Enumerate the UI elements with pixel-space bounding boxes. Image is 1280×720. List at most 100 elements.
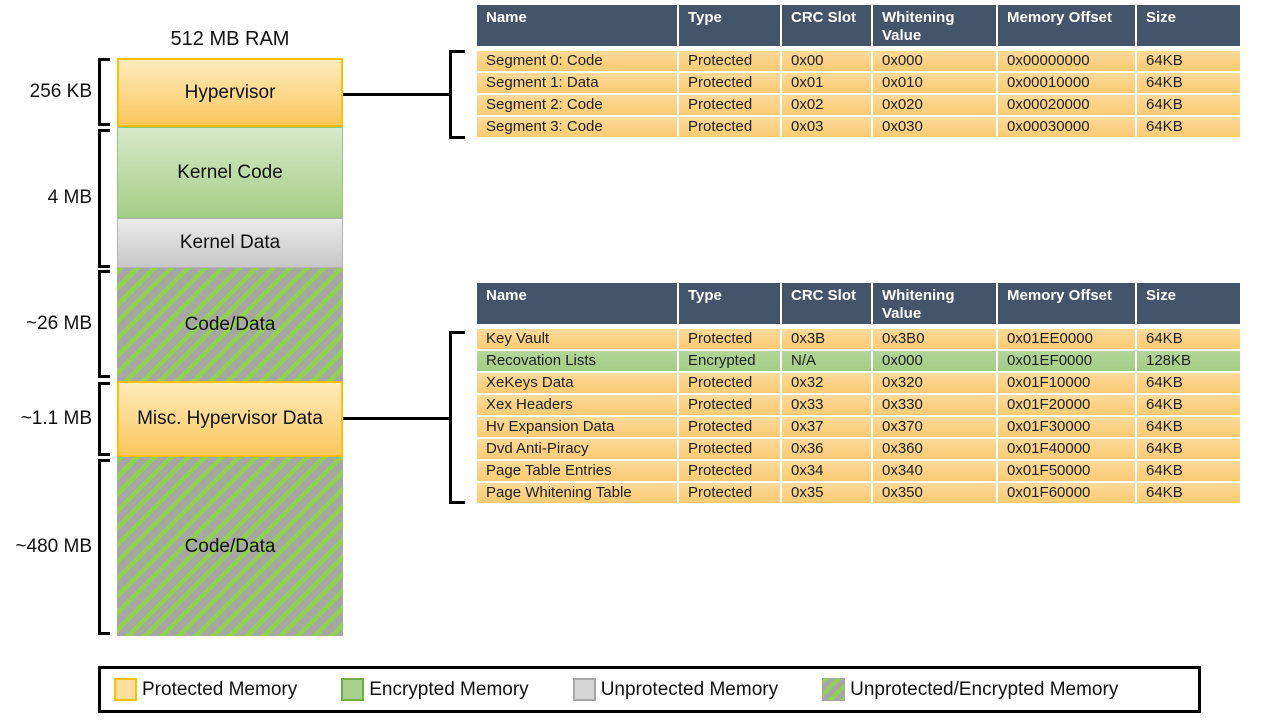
legend-label: Unprotected Memory (600, 678, 779, 700)
legend-label: Protected Memory (142, 678, 298, 700)
table-row: Page Whitening Table Protected 0x35 0x35… (477, 483, 1240, 503)
legend-item-unprotected-encrypted: Unprotected/Encrypted Memory (822, 678, 1118, 701)
cell-crc-slot: 0x00 (782, 51, 871, 71)
hypervisor-segments-table: Name Type CRC Slot Whitening Value Memor… (477, 5, 1240, 137)
column-header-whitening-value: Whitening Value (873, 283, 996, 324)
bracket-480mb (98, 459, 110, 635)
table-row: Hv Expansion Data Protected 0x37 0x370 0… (477, 417, 1240, 437)
cell-size: 64KB (1137, 439, 1240, 459)
size-label-26mb: ~26 MB (25, 313, 92, 334)
cell-crc-slot: 0x36 (782, 439, 871, 459)
cell-type: Protected (679, 395, 780, 415)
bracket-1-1mb (98, 382, 110, 456)
table-row: XeKeys Data Protected 0x32 0x320 0x01F10… (477, 373, 1240, 393)
legend-label: Encrypted Memory (369, 678, 529, 700)
table-row: Segment 2: Code Protected 0x02 0x020 0x0… (477, 95, 1240, 115)
block-kernel-data: Kernel Data (117, 218, 343, 268)
cell-type: Protected (679, 417, 780, 437)
legend: Protected Memory Encrypted Memory Unprot… (98, 666, 1201, 713)
cell-name: XeKeys Data (477, 373, 677, 393)
cell-name: Segment 0: Code (477, 51, 677, 71)
size-label-1-1mb: ~1.1 MB (20, 408, 92, 429)
cell-crc-slot: 0x37 (782, 417, 871, 437)
cell-whitening-value: 0x030 (873, 117, 996, 137)
cell-whitening-value: 0x000 (873, 351, 996, 371)
cell-type: Protected (679, 461, 780, 481)
cell-type: Protected (679, 73, 780, 93)
cell-type: Protected (679, 117, 780, 137)
cell-crc-slot: 0x34 (782, 461, 871, 481)
cell-name: Key Vault (477, 329, 677, 349)
cell-whitening-value: 0x370 (873, 417, 996, 437)
table-row: Page Table Entries Protected 0x34 0x340 … (477, 461, 1240, 481)
bracket-26mb (98, 270, 110, 378)
column-header-type: Type (679, 5, 780, 46)
block-label: Kernel Code (177, 161, 283, 183)
legend-item-protected: Protected Memory (114, 678, 297, 701)
block-label: Code/Data (184, 535, 276, 557)
cell-crc-slot: 0x33 (782, 395, 871, 415)
block-kernel-code: Kernel Code (117, 127, 343, 218)
block-label: Misc. Hypervisor Data (137, 408, 323, 429)
table-header-row: Name Type CRC Slot Whitening Value Memor… (477, 283, 1240, 324)
cell-type: Protected (679, 329, 780, 349)
cell-whitening-value: 0x360 (873, 439, 996, 459)
cell-whitening-value: 0x3B0 (873, 329, 996, 349)
legend-item-encrypted: Encrypted Memory (341, 678, 529, 701)
column-header-crc-slot: CRC Slot (782, 5, 871, 46)
cell-memory-offset: 0x01F60000 (998, 483, 1135, 503)
block-code-data-1: Code/Data (117, 268, 343, 381)
protected-swatch-icon (114, 678, 137, 701)
cell-size: 64KB (1137, 373, 1240, 393)
column-header-name: Name (477, 283, 677, 324)
size-label-256kb: 256 KB (29, 81, 92, 102)
cell-whitening-value: 0x330 (873, 395, 996, 415)
cell-memory-offset: 0x01F10000 (998, 373, 1135, 393)
cell-crc-slot: 0x3B (782, 329, 871, 349)
cell-size: 64KB (1137, 51, 1240, 71)
legend-label: Unprotected/Encrypted Memory (850, 678, 1119, 700)
cell-crc-slot: 0x35 (782, 483, 871, 503)
cell-crc-slot: N/A (782, 351, 871, 371)
unprotected-swatch-icon (572, 678, 596, 701)
size-label-4mb: 4 MB (47, 187, 92, 208)
cell-size: 64KB (1137, 117, 1240, 137)
cell-name: Hv Expansion Data (477, 417, 677, 437)
connector-hypervisor-line (343, 93, 449, 96)
cell-type: Encrypted (679, 351, 780, 371)
block-label: Code/Data (184, 313, 276, 335)
cell-memory-offset: 0x01F30000 (998, 417, 1135, 437)
column-header-type: Type (679, 283, 780, 324)
table-row: Xex Headers Protected 0x33 0x330 0x01F20… (477, 395, 1240, 415)
cell-memory-offset: 0x01F50000 (998, 461, 1135, 481)
cell-whitening-value: 0x020 (873, 95, 996, 115)
cell-name: Recovation Lists (477, 351, 677, 371)
cell-memory-offset: 0x01F20000 (998, 395, 1135, 415)
block-label: Kernel Data (179, 232, 281, 253)
cell-size: 64KB (1137, 73, 1240, 93)
cell-name: Segment 3: Code (477, 117, 677, 137)
cell-whitening-value: 0x320 (873, 373, 996, 393)
cell-name: Page Table Entries (477, 461, 677, 481)
cell-crc-slot: 0x01 (782, 73, 871, 93)
column-header-memory-offset: Memory Offset (998, 5, 1135, 46)
cell-whitening-value: 0x010 (873, 73, 996, 93)
column-header-memory-offset: Memory Offset (998, 283, 1135, 324)
cell-memory-offset: 0x00010000 (998, 73, 1135, 93)
cell-name: Page Whitening Table (477, 483, 677, 503)
ram-title: 512 MB RAM (170, 28, 290, 50)
column-header-name: Name (477, 5, 677, 46)
cell-type: Protected (679, 95, 780, 115)
table-row: Segment 0: Code Protected 0x00 0x000 0x0… (477, 51, 1240, 71)
cell-whitening-value: 0x000 (873, 51, 996, 71)
cell-name: Xex Headers (477, 395, 677, 415)
cell-memory-offset: 0x00000000 (998, 51, 1135, 71)
cell-type: Protected (679, 51, 780, 71)
cell-crc-slot: 0x02 (782, 95, 871, 115)
size-label-480mb: ~480 MB (15, 536, 92, 557)
cell-memory-offset: 0x00020000 (998, 95, 1135, 115)
cell-name: Segment 2: Code (477, 95, 677, 115)
table-header-row: Name Type CRC Slot Whitening Value Memor… (477, 5, 1240, 46)
table-row: Segment 1: Data Protected 0x01 0x010 0x0… (477, 73, 1240, 93)
cell-size: 128KB (1137, 351, 1240, 371)
